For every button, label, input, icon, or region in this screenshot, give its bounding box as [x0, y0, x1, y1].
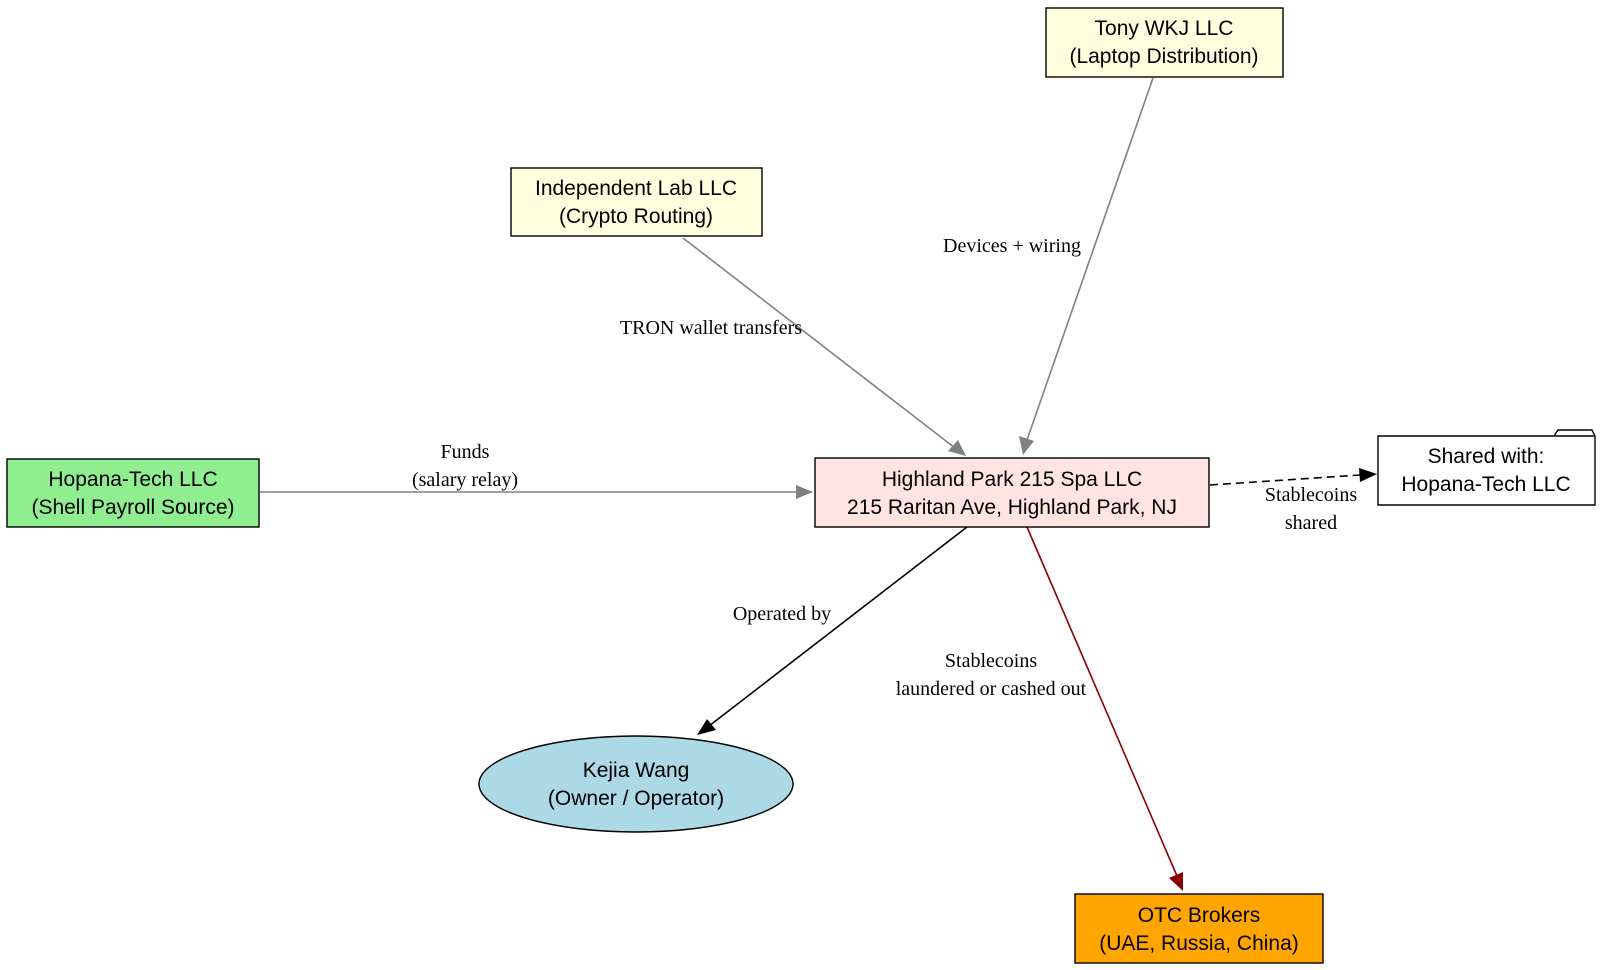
node-kejia-wang: Kejia Wang (Owner / Operator) [478, 735, 794, 833]
edge-label-devices-wiring: Devices + wiring [943, 235, 1081, 257]
edge-label-operated-by: Operated by [733, 603, 831, 625]
edge-label-funds: Funds [441, 441, 490, 463]
arrowhead-icon [948, 440, 966, 456]
edge-label-tron-transfers: TRON wallet transfers [620, 317, 802, 339]
edge-label-stablecoins-shared-1: Stablecoins [1265, 484, 1357, 506]
arrowhead-icon [697, 719, 716, 735]
edge-highland-to-shared [1209, 468, 1377, 486]
node-otc-brokers: OTC Brokers (UAE, Russia, China) [1074, 893, 1324, 964]
node-label-line1: Kejia Wang [583, 759, 690, 782]
edge-highland-to-otc [1026, 526, 1183, 891]
node-label-line2: (Owner / Operator) [548, 787, 724, 810]
node-label-line2: (UAE, Russia, China) [1099, 932, 1299, 955]
edge-tony-to-highland [1019, 77, 1154, 455]
node-label-line2: (Crypto Routing) [559, 205, 713, 228]
node-label-line1: Highland Park 215 Spa LLC [882, 468, 1142, 491]
node-label-line1: Independent Lab LLC [535, 177, 737, 200]
edge-label-stablecoins-shared-2: shared [1285, 512, 1337, 534]
node-label-line1: Tony WKJ LLC [1095, 17, 1234, 40]
node-label-line2: (Laptop Distribution) [1069, 45, 1258, 68]
edge-label-stablecoins-otc-2: laundered or cashed out [896, 678, 1087, 700]
node-highland-park-spa: Highland Park 215 Spa LLC 215 Raritan Av… [814, 457, 1210, 528]
edge-indlab-to-highland [682, 237, 966, 456]
arrowhead-icon [796, 485, 813, 499]
node-label-line1: Shared with: [1428, 445, 1545, 468]
node-independent-lab: Independent Lab LLC (Crypto Routing) [510, 167, 763, 237]
edge-highland-to-kejia [697, 526, 968, 735]
arrowhead-icon [1359, 468, 1377, 482]
node-label-line2: 215 Raritan Ave, Highland Park, NJ [847, 496, 1177, 519]
arrowhead-icon [1019, 436, 1034, 455]
node-shared-note: Shared with: Hopana-Tech LLC [1377, 429, 1596, 506]
node-tony-wkj: Tony WKJ LLC (Laptop Distribution) [1045, 7, 1284, 78]
arrowhead-icon [1169, 872, 1183, 891]
node-label-line2: (Shell Payroll Source) [31, 496, 234, 519]
node-label-line1: OTC Brokers [1138, 904, 1261, 927]
node-hopana-tech: Hopana-Tech LLC (Shell Payroll Source) [6, 458, 260, 528]
edge-hopana-to-highland [260, 485, 813, 499]
node-label-line1: Hopana-Tech LLC [48, 468, 217, 491]
node-label-line2: Hopana-Tech LLC [1401, 473, 1570, 496]
edge-label-stablecoins-otc-1: Stablecoins [945, 650, 1037, 672]
edge-label-salary-relay: (salary relay) [412, 469, 518, 491]
